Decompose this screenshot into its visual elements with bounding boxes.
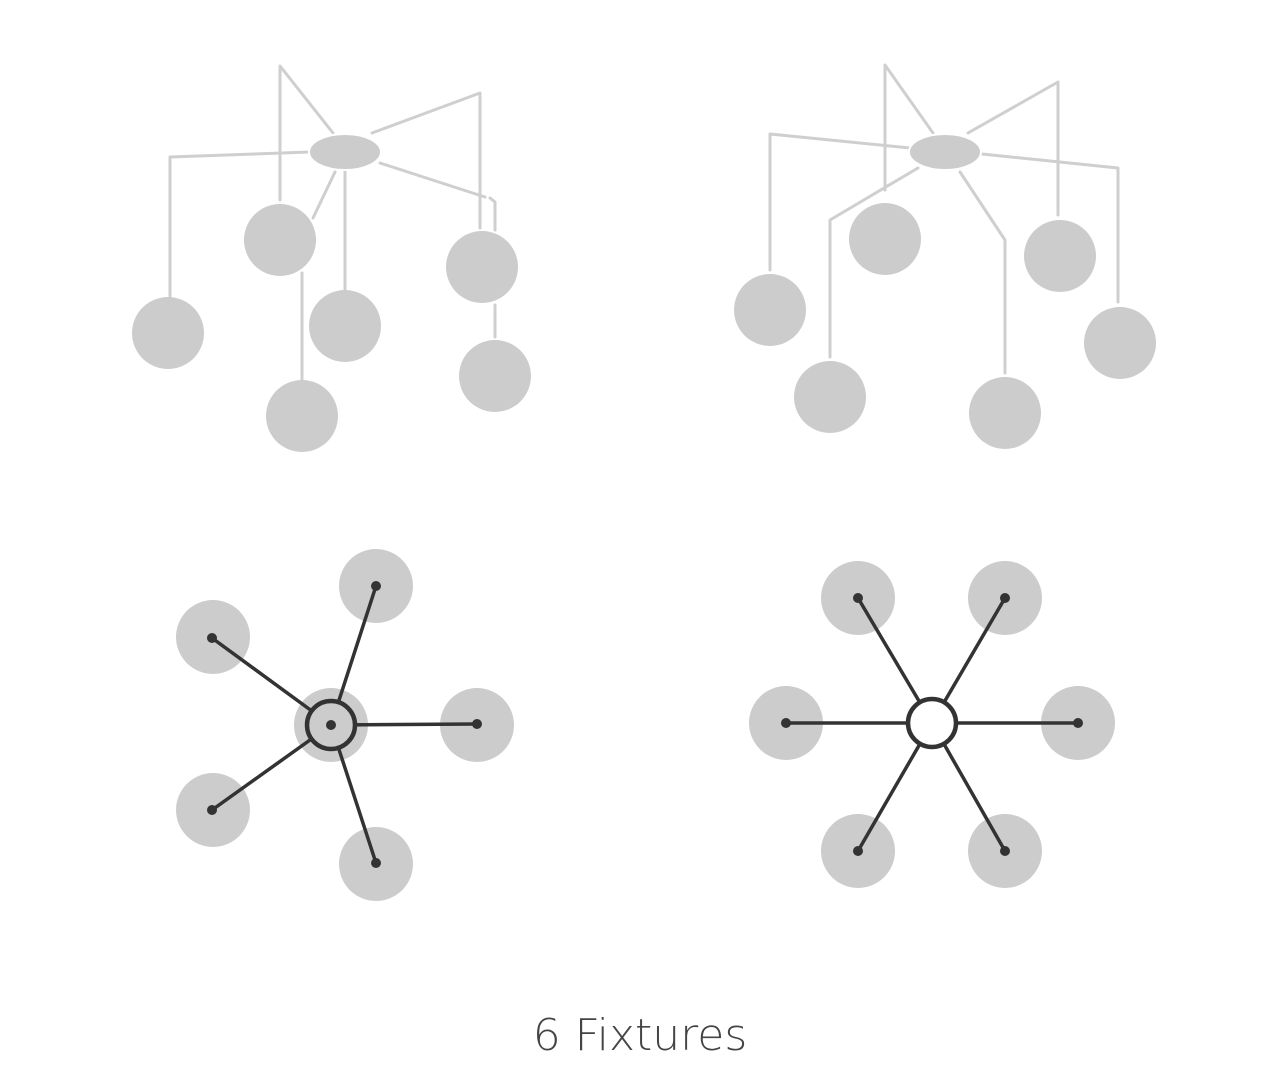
globe [446,231,518,303]
plan-view-a [176,549,514,901]
perspective-chandelier-a [132,64,531,452]
globe [132,297,204,369]
plan-view-b [749,561,1115,888]
canopy [308,133,382,171]
globe [1084,307,1156,379]
globe [1024,220,1096,292]
globe [266,380,338,452]
globe [309,290,381,362]
globe [969,377,1041,449]
globe [244,204,316,276]
canopy [908,133,982,171]
globe [734,274,806,346]
perspective-chandelier-b [734,63,1156,449]
canopy-ring [905,696,959,750]
fixture-count-caption: 6 Fixtures [532,1010,748,1061]
globe [459,340,531,412]
globe [849,203,921,275]
globe [794,361,866,433]
